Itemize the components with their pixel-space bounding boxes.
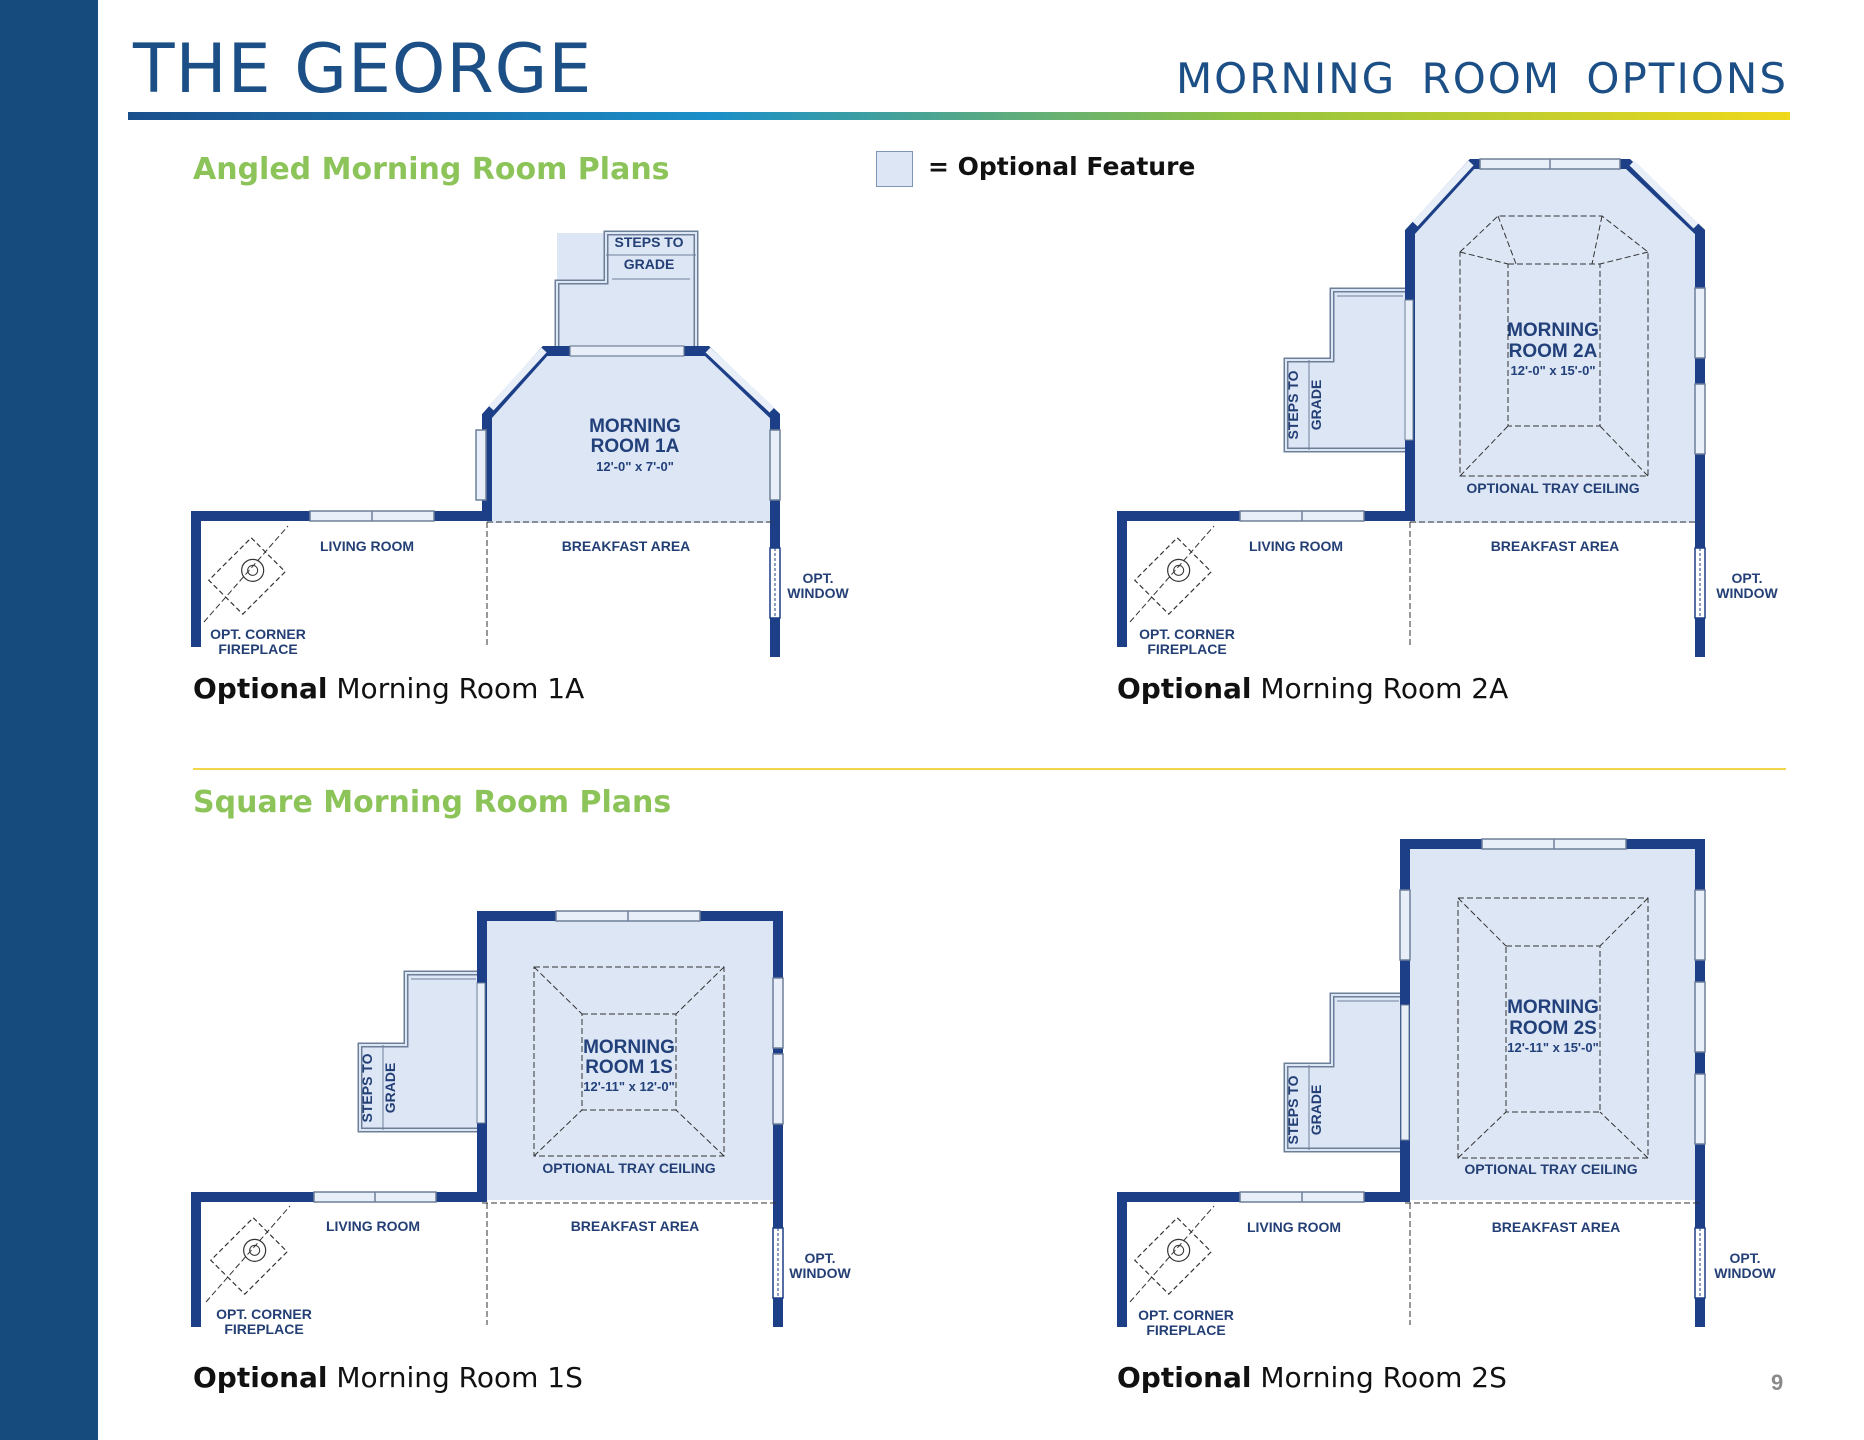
r1s-tray-ceiling: OPTIONAL TRAY CEILING bbox=[542, 1160, 715, 1176]
r2a-fireplace-2: FIREPLACE bbox=[1147, 641, 1226, 657]
caption-room-1s: Optional Morning Room 1S bbox=[193, 1361, 583, 1394]
plan-morning-room-2a: STEPS TO GRADE MORNING ROOM 2A 12'-0" x … bbox=[1117, 158, 1778, 657]
r1a-room-label-1: MORNING bbox=[589, 416, 681, 437]
r1a-fireplace-1: OPT. CORNER bbox=[210, 626, 306, 642]
r2a-tray-ceiling: OPTIONAL TRAY CEILING bbox=[1466, 480, 1639, 496]
r1s-steps-label-2: GRADE bbox=[382, 1063, 398, 1114]
r2a-living-room: LIVING ROOM bbox=[1249, 538, 1343, 554]
r1a-opt-window-1: OPT. bbox=[802, 570, 833, 586]
r1s-breakfast-area: BREAKFAST AREA bbox=[571, 1218, 700, 1234]
r2a-room-label-2: ROOM 2A bbox=[1509, 341, 1598, 362]
r1s-room-label-2: ROOM 1S bbox=[585, 1057, 673, 1078]
legend-label: = Optional Feature bbox=[928, 152, 1196, 181]
r1a-dimensions: 12'-0" x 7'-0" bbox=[596, 459, 674, 474]
plan-morning-room-1s: STEPS TO GRADE MORNING ROOM 1S 12'-11" x… bbox=[191, 910, 851, 1337]
r2a-breakfast-area: BREAKFAST AREA bbox=[1491, 538, 1620, 554]
section-divider bbox=[193, 768, 1786, 770]
r1a-fireplace-2: FIREPLACE bbox=[218, 641, 297, 657]
square-section-heading: Square Morning Room Plans bbox=[193, 785, 672, 820]
r2s-opt-window-2: WINDOW bbox=[1714, 1265, 1776, 1281]
caption-room-2s: Optional Morning Room 2S bbox=[1117, 1361, 1507, 1394]
r2s-steps-label-2: GRADE bbox=[1308, 1085, 1324, 1136]
r2a-fireplace-1: OPT. CORNER bbox=[1139, 626, 1235, 642]
legend-swatch bbox=[876, 151, 913, 187]
r1s-living-room: LIVING ROOM bbox=[326, 1218, 420, 1234]
angled-section-heading: Angled Morning Room Plans bbox=[193, 152, 670, 187]
header-gradient-rule bbox=[128, 112, 1790, 120]
r1s-opt-window-1: OPT. bbox=[804, 1250, 835, 1266]
caption-1a-text: Morning Room 1A bbox=[327, 672, 585, 705]
r1a-steps-label-1: STEPS TO bbox=[615, 234, 684, 250]
r1s-steps-label-1: STEPS TO bbox=[359, 1053, 375, 1122]
r2s-tray-ceiling: OPTIONAL TRAY CEILING bbox=[1464, 1161, 1637, 1177]
plan-morning-room-2s: STEPS TO GRADE MORNING ROOM 2S 12'-11" x… bbox=[1117, 838, 1776, 1338]
r2a-steps-label-1: STEPS TO bbox=[1285, 370, 1301, 439]
r2a-opt-window-2: WINDOW bbox=[1716, 585, 1778, 601]
r2s-living-room: LIVING ROOM bbox=[1247, 1219, 1341, 1235]
r1s-fireplace-2: FIREPLACE bbox=[224, 1321, 303, 1337]
r1a-living-room: LIVING ROOM bbox=[320, 538, 414, 554]
caption-room-1a: Optional Morning Room 1A bbox=[193, 672, 584, 705]
r2s-room-label-2: ROOM 2S bbox=[1509, 1018, 1597, 1039]
caption-2a-text: Morning Room 2A bbox=[1251, 672, 1509, 705]
r2s-steps-label-1: STEPS TO bbox=[1285, 1075, 1301, 1144]
caption-1s-text: Morning Room 1S bbox=[327, 1361, 583, 1394]
caption-2s-text: Morning Room 2S bbox=[1251, 1361, 1507, 1394]
r1s-fireplace-1: OPT. CORNER bbox=[216, 1306, 312, 1322]
r1s-opt-window-2: WINDOW bbox=[789, 1265, 851, 1281]
caption-room-2a: Optional Morning Room 2A bbox=[1117, 672, 1508, 705]
r2s-fireplace-2: FIREPLACE bbox=[1146, 1322, 1225, 1338]
r2s-breakfast-area: BREAKFAST AREA bbox=[1492, 1219, 1621, 1235]
r2s-fireplace-1: OPT. CORNER bbox=[1138, 1307, 1234, 1323]
r2s-dimensions: 12'-11" x 15'-0" bbox=[1507, 1040, 1599, 1055]
r1s-dimensions: 12'-11" x 12'-0" bbox=[583, 1079, 675, 1094]
r1a-steps-label-2: GRADE bbox=[624, 256, 675, 272]
r1a-room-label-2: ROOM 1A bbox=[591, 436, 680, 457]
caption-2s-bold: Optional bbox=[1117, 1361, 1252, 1394]
r2a-steps-label-2: GRADE bbox=[1308, 380, 1324, 431]
r2a-dimensions: 12'-0" x 15'-0" bbox=[1510, 363, 1595, 378]
page-number: 9 bbox=[1771, 1370, 1784, 1395]
caption-2a-bold: Optional bbox=[1117, 672, 1252, 705]
page-subtitle: MORNING ROOM OPTIONS bbox=[1175, 54, 1788, 103]
r2a-room-label-1: MORNING bbox=[1507, 320, 1599, 341]
r1s-room-label-1: MORNING bbox=[583, 1037, 675, 1058]
r2s-room-label-1: MORNING bbox=[1507, 997, 1599, 1018]
page-title: THE GEORGE bbox=[133, 30, 593, 109]
caption-1s-bold: Optional bbox=[193, 1361, 328, 1394]
r1a-breakfast-area: BREAKFAST AREA bbox=[562, 538, 691, 554]
r1a-opt-window-2: WINDOW bbox=[787, 585, 849, 601]
r2a-opt-window-1: OPT. bbox=[1731, 570, 1762, 586]
r2s-opt-window-1: OPT. bbox=[1729, 1250, 1760, 1266]
caption-1a-bold: Optional bbox=[193, 672, 328, 705]
sidebar-band bbox=[0, 0, 98, 1440]
plan-morning-room-1a: STEPS TO GRADE MORNING ROOM 1A 12'-0" x … bbox=[191, 230, 849, 657]
